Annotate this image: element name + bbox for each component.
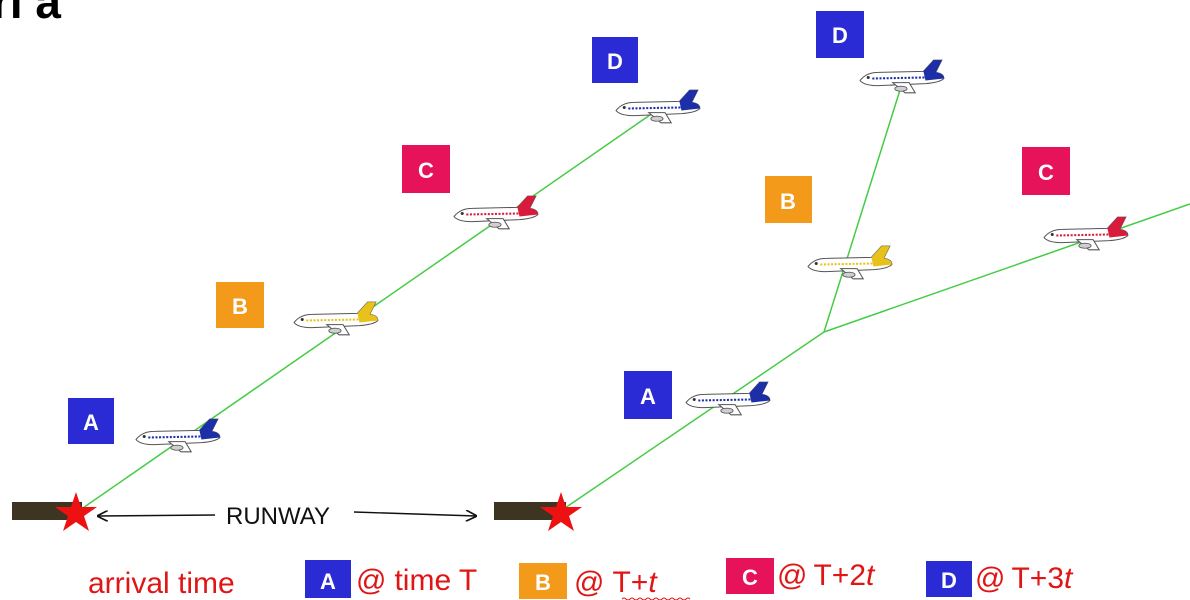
left-star-icon	[55, 492, 97, 531]
left-plane-c	[453, 195, 539, 230]
right-scene: A B C D	[494, 11, 1190, 531]
svg-text:D: D	[607, 49, 623, 74]
svg-text:A: A	[640, 384, 656, 409]
left-runway	[12, 502, 82, 520]
svg-text:@time T: @time T	[356, 564, 477, 597]
legend: arrival time A @time T B @T+t C @T+2t D …	[88, 558, 1074, 600]
legend-item-a: A @time T	[305, 560, 477, 598]
svg-text:A: A	[83, 410, 99, 435]
svg-text:D: D	[941, 568, 957, 593]
legend-item-b: B @T+t	[519, 563, 691, 600]
svg-text:C: C	[418, 158, 434, 183]
right-badge-c: C	[1022, 147, 1070, 195]
runway-arrow-left	[98, 515, 216, 516]
right-plane-d	[859, 59, 945, 94]
svg-text:D: D	[832, 23, 848, 48]
svg-text:C: C	[1038, 160, 1054, 185]
right-route-branch-c	[823, 203, 1190, 333]
svg-text:@T+2t: @T+2t	[777, 559, 876, 592]
right-runway	[494, 502, 566, 520]
right-badge-b: B	[765, 176, 812, 223]
left-plane-d	[615, 89, 701, 124]
left-badge-a: A	[68, 398, 114, 444]
left-plane-a	[135, 418, 221, 453]
heading-fragment: ri à	[0, 0, 61, 28]
left-badge-b: B	[216, 282, 264, 328]
runway-label: RUNWAY	[226, 503, 330, 530]
right-star-icon	[540, 492, 582, 531]
right-plane-c	[1043, 216, 1129, 251]
runway-annotation: RUNWAY	[98, 503, 476, 530]
legend-item-c: C @T+2t	[726, 558, 876, 594]
svg-text:B: B	[535, 570, 551, 595]
right-plane-a	[685, 381, 771, 416]
right-badge-d: D	[816, 11, 864, 58]
spellcheck-squiggle	[621, 597, 691, 600]
legend-prefix: arrival time	[88, 567, 235, 600]
left-scene: A B C D	[12, 37, 701, 531]
legend-item-d: D @T+3t	[926, 561, 1074, 597]
svg-text:C: C	[742, 565, 758, 590]
right-route-trunk	[561, 331, 825, 511]
runway-arrow-right	[353, 512, 476, 516]
left-badge-c: C	[402, 145, 450, 193]
right-badge-a: A	[624, 371, 672, 419]
svg-text:B: B	[780, 189, 796, 214]
svg-text:B: B	[232, 294, 248, 319]
left-badge-d: D	[592, 37, 638, 83]
svg-text:@T+3t: @T+3t	[975, 562, 1074, 595]
svg-text:A: A	[320, 569, 336, 594]
right-route-branch-d	[823, 89, 901, 333]
svg-text:@T+t: @T+t	[574, 566, 658, 599]
left-plane-b	[293, 301, 379, 336]
